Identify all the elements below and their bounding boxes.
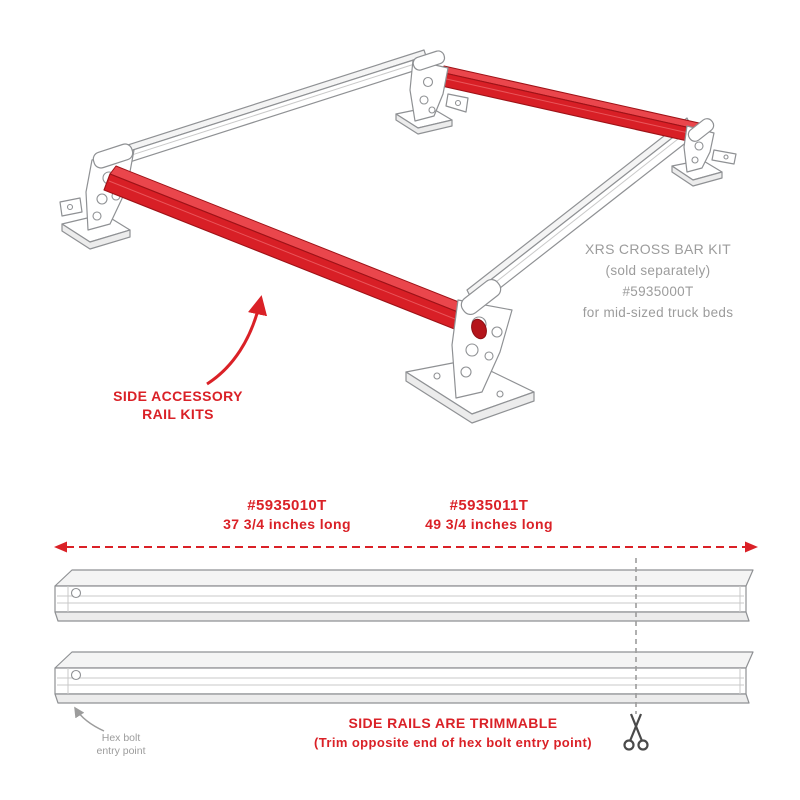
rail-length-diagram: #5935010T 37 3/4 inches long #5935011T 4… [54, 497, 758, 757]
option-a-length: 37 3/4 inches long [223, 516, 351, 532]
trim-note-title: SIDE RAILS ARE TRIMMABLE [349, 715, 558, 731]
crossbar-note: XRS CROSS BAR KIT (sold separately) #593… [583, 241, 734, 320]
side-rail-rear [435, 65, 709, 145]
tower-right [671, 118, 737, 187]
dimension-line [54, 541, 758, 553]
option-a-part-number: #5935010T [247, 497, 327, 514]
trim-note-subtitle: (Trim opposite end of hex bolt entry poi… [314, 735, 592, 750]
crossbar-note-subtitle: (sold separately) [606, 263, 711, 278]
rail-drawing-bottom [54, 651, 754, 704]
option-b-length: 49 3/4 inches long [425, 516, 553, 532]
crossbar-note-title: XRS CROSS BAR KIT [585, 241, 731, 257]
crossbar-note-part: #5935000T [622, 284, 693, 299]
rack-illustration: SIDE ACCESSORY RAIL KITS XRS CROSS BAR K… [59, 49, 737, 424]
crossbar-note-fitment: for mid-sized truck beds [583, 305, 734, 320]
rail-kit-callout-line2: RAIL KITS [142, 406, 214, 422]
hex-bolt-hole-bottom [70, 669, 82, 681]
hex-bolt-label-line2: entry point [96, 745, 145, 757]
callout-arrow [206, 295, 268, 386]
option-b-part-number: #5935011T [450, 497, 529, 514]
rail-kit-callout-line1: SIDE ACCESSORY [113, 388, 243, 404]
rail-drawing-top [54, 569, 754, 622]
tower-rear [395, 50, 469, 135]
scissors-icon [623, 713, 649, 751]
crossbar-front [466, 117, 698, 307]
rail-end-cap [471, 318, 487, 340]
tower-front [405, 278, 535, 424]
crossbar-rear [105, 49, 430, 169]
hex-bolt-label-line1: Hex bolt [102, 732, 141, 744]
hex-bolt-arrow [74, 706, 105, 732]
side-rail-front [103, 165, 485, 337]
hex-bolt-hole-top [70, 587, 82, 599]
